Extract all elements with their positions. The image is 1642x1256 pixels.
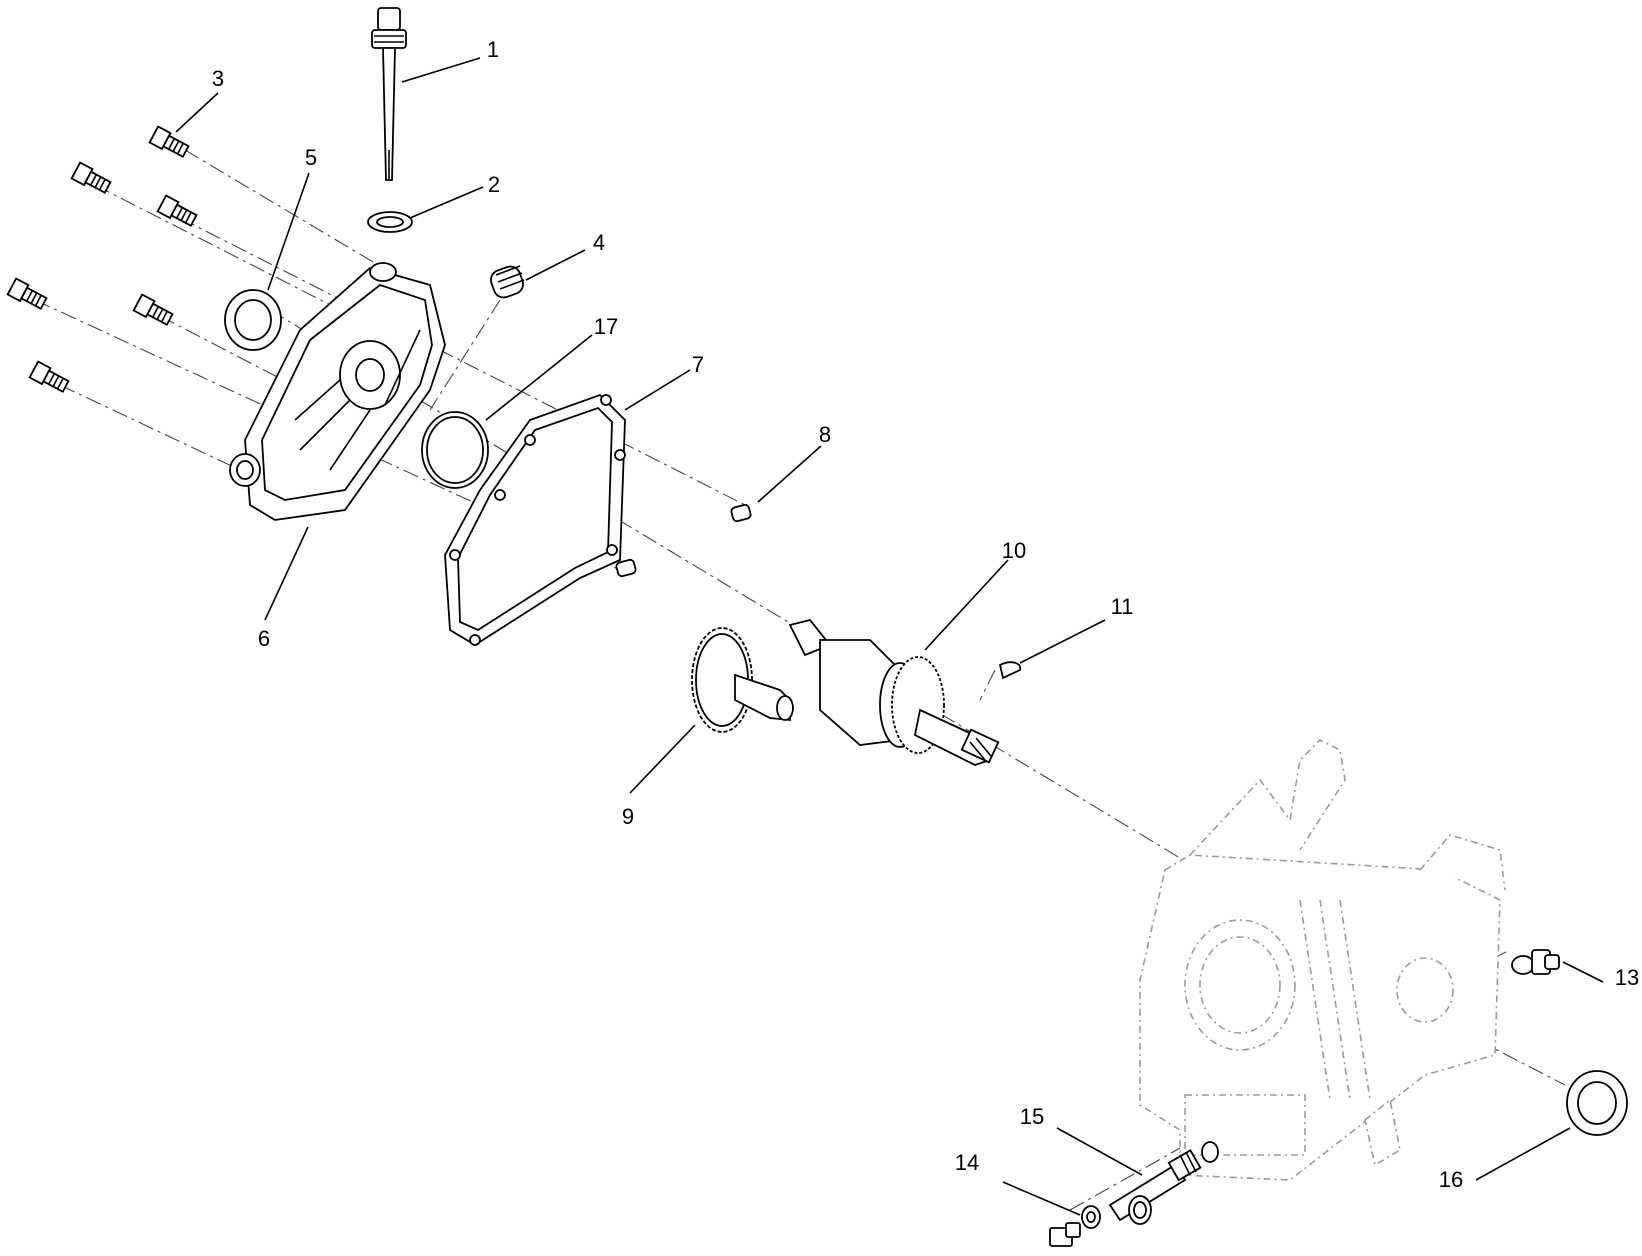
bolt [156,194,198,227]
callout-14: 14 [955,1150,979,1175]
oil-seal [224,289,282,351]
gasket [444,393,626,647]
callout-17: 17 [594,314,618,339]
dowel-pin [730,503,752,523]
drain-plug-13 [1511,949,1560,975]
bolt [132,293,174,326]
camshaft-gear [691,627,794,733]
callout-16: 16 [1439,1167,1463,1192]
callout-7: 7 [692,352,704,377]
callout-1: 1 [487,37,499,62]
bolt [28,360,70,393]
callout-9: 9 [622,804,634,829]
bolt [6,277,48,310]
callout-2: 2 [488,172,500,197]
callout-3: 3 [212,66,224,91]
callout-15: 15 [1020,1104,1044,1129]
crankcase-cover [229,262,446,521]
dowel-pin [615,558,637,578]
o-ring [421,411,489,489]
bolt-washer-14 [1049,1205,1101,1247]
callout-6: 6 [258,626,270,651]
woodruff-key [998,661,1022,680]
callout-labels: 1 2 3 4 5 6 7 8 9 10 11 13 14 15 16 17 [212,37,1639,1192]
o-ring-dipstick [367,211,413,233]
oil-strainer-plug [490,265,525,299]
callout-5: 5 [305,145,317,170]
callout-8: 8 [819,422,831,447]
callout-11: 11 [1111,594,1134,619]
dipstick [371,7,407,181]
crankshaft [788,618,1000,766]
governor-shaft [1108,1141,1219,1225]
bolt [70,161,112,194]
oil-seal-16 [1566,1070,1628,1136]
bolt-set [6,125,198,393]
callout-4: 4 [593,230,605,255]
callout-10: 10 [1002,538,1026,563]
callout-13: 13 [1615,965,1639,990]
bolt-3 [148,125,190,158]
engine-block-phantom [1139,739,1506,1181]
leader-lines [175,57,1604,1216]
